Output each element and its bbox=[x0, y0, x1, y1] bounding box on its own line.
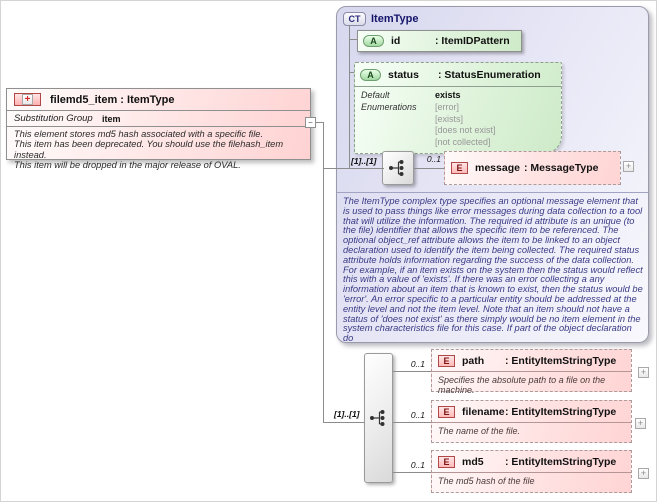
connector-line bbox=[393, 472, 431, 473]
message-element-type: : MessageType bbox=[523, 162, 599, 174]
md5-documentation: The md5 hash of the file bbox=[438, 476, 535, 486]
enumeration-value: [does not exist] bbox=[435, 125, 496, 136]
path-element-name: path bbox=[462, 354, 485, 367]
filename-expand-button[interactable]: + bbox=[635, 418, 646, 429]
divider bbox=[432, 371, 631, 372]
filemd5-item-element-box[interactable]: E+ filemd5_item : ItemType Substitution … bbox=[6, 88, 311, 170]
connector-line bbox=[324, 168, 384, 169]
substitution-group-label: Substitution Group bbox=[14, 113, 93, 124]
path-element-box[interactable]: E path : EntityItemStringType Specifies … bbox=[431, 349, 632, 395]
path-documentation: Specifies the absolute path to a file on… bbox=[438, 375, 606, 395]
divider bbox=[355, 86, 561, 87]
connector-line bbox=[393, 371, 431, 372]
filemd5-item-documentation: This element stores md5 hash associated … bbox=[7, 127, 310, 171]
documentation-divider bbox=[337, 192, 648, 193]
doc-line: This item has been deprecated. You shoul… bbox=[14, 139, 284, 160]
status-attribute-type: : StatusEnumeration bbox=[438, 68, 541, 81]
content-sequence-compositor[interactable] bbox=[364, 353, 393, 483]
filename-documentation: The name of the file. bbox=[438, 426, 521, 436]
collapse-handle[interactable]: − bbox=[305, 117, 316, 128]
plus-icon: + bbox=[640, 367, 647, 377]
path-expand-button[interactable]: + bbox=[638, 367, 649, 378]
sequence-compositor[interactable] bbox=[382, 151, 414, 185]
id-attribute-type: : ItemIDPattern bbox=[435, 35, 510, 47]
message-cardinality-label: 0..1 bbox=[426, 154, 441, 164]
filename-cardinality-label: 0..1 bbox=[410, 410, 425, 420]
divider bbox=[432, 422, 631, 423]
filemd5-item-title: filemd5_item : ItemType bbox=[50, 93, 175, 106]
substitution-group-value: item bbox=[102, 113, 121, 124]
filename-title-row: E filename : EntityItemStringType bbox=[432, 401, 631, 422]
itemtype-documentation: The ItemType complex type specifies an o… bbox=[343, 196, 643, 344]
default-value: exists bbox=[435, 90, 461, 100]
filename-element-box[interactable]: E filename : EntityItemStringType The na… bbox=[431, 400, 632, 443]
facet-labels: Default Enumerations bbox=[361, 90, 435, 149]
id-attribute-box[interactable]: A id : ItemIDPattern bbox=[357, 30, 522, 52]
facet-values: exists [error] [exists] [does not exist]… bbox=[435, 90, 496, 149]
path-cardinality-label: 0..1 bbox=[410, 359, 425, 369]
filemd5-item-title-row: E+ filemd5_item : ItemType bbox=[7, 89, 310, 110]
id-attribute-name: id bbox=[391, 35, 401, 47]
substitution-group-row: Substitution Group item bbox=[7, 111, 310, 126]
enumeration-value: [exists] bbox=[435, 113, 464, 124]
md5-element-name: md5 bbox=[462, 455, 484, 468]
connector-line bbox=[350, 39, 357, 40]
element-substitution-icon: E+ bbox=[14, 93, 41, 106]
connector-line bbox=[393, 422, 431, 423]
connector-line bbox=[323, 122, 324, 423]
filename-element-name: filename bbox=[462, 405, 505, 418]
element-icon: E bbox=[438, 455, 455, 468]
sequence-icon bbox=[369, 410, 384, 426]
connector-line bbox=[324, 422, 364, 423]
attribute-icon: A bbox=[363, 35, 384, 47]
connector-line bbox=[316, 122, 324, 123]
plus-icon: + bbox=[637, 418, 644, 428]
attribute-icon: A bbox=[360, 68, 381, 81]
element-icon: E bbox=[438, 354, 455, 367]
content-sequence-cardinality-label: [1]..[1] bbox=[334, 409, 360, 419]
itemtype-title: ItemType bbox=[371, 13, 419, 25]
divider bbox=[7, 110, 310, 111]
element-icon: E bbox=[438, 405, 455, 418]
connector-line bbox=[349, 25, 350, 168]
status-facets: Default Enumerations exists [error] [exi… bbox=[355, 87, 561, 149]
sequence-icon bbox=[389, 160, 404, 176]
md5-cardinality-label: 0..1 bbox=[410, 460, 425, 470]
message-element-box[interactable]: E message : MessageType bbox=[444, 151, 621, 185]
md5-title-row: E md5 : EntityItemStringType bbox=[432, 451, 631, 472]
connector-line bbox=[350, 72, 354, 73]
status-attribute-name: status bbox=[388, 68, 419, 81]
enumeration-value: [error] bbox=[435, 101, 460, 112]
plus-icon: + bbox=[625, 161, 632, 171]
md5-element-box[interactable]: E md5 : EntityItemStringType The md5 has… bbox=[431, 450, 632, 493]
default-label: Default bbox=[361, 90, 390, 100]
divider bbox=[432, 472, 631, 473]
filename-element-type: : EntityItemStringType bbox=[505, 405, 617, 418]
path-title-row: E path : EntityItemStringType bbox=[432, 350, 631, 371]
message-element-name: message bbox=[475, 162, 520, 174]
enumeration-value: [not collected] bbox=[435, 137, 491, 148]
sequence-cardinality-label: [1]..[1] bbox=[351, 156, 377, 166]
doc-line: This item will be dropped in the major r… bbox=[14, 160, 241, 171]
divider bbox=[7, 126, 310, 127]
status-attribute-title-row: A status : StatusEnumeration bbox=[355, 63, 561, 86]
md5-expand-button[interactable]: + bbox=[638, 468, 649, 479]
minus-icon: − bbox=[308, 117, 313, 127]
path-element-type: : EntityItemStringType bbox=[505, 354, 617, 367]
status-attribute-box[interactable]: A status : StatusEnumeration Default Enu… bbox=[354, 62, 562, 154]
connector-line bbox=[414, 168, 444, 169]
plus-icon: + bbox=[640, 468, 647, 478]
doc-line: This element stores md5 hash associated … bbox=[14, 129, 264, 139]
enumerations-label: Enumerations bbox=[361, 101, 417, 112]
message-expand-button[interactable]: + bbox=[623, 161, 634, 172]
complex-type-icon: CT bbox=[343, 12, 366, 26]
md5-element-type: : EntityItemStringType bbox=[505, 455, 617, 468]
element-icon: E bbox=[451, 162, 468, 174]
